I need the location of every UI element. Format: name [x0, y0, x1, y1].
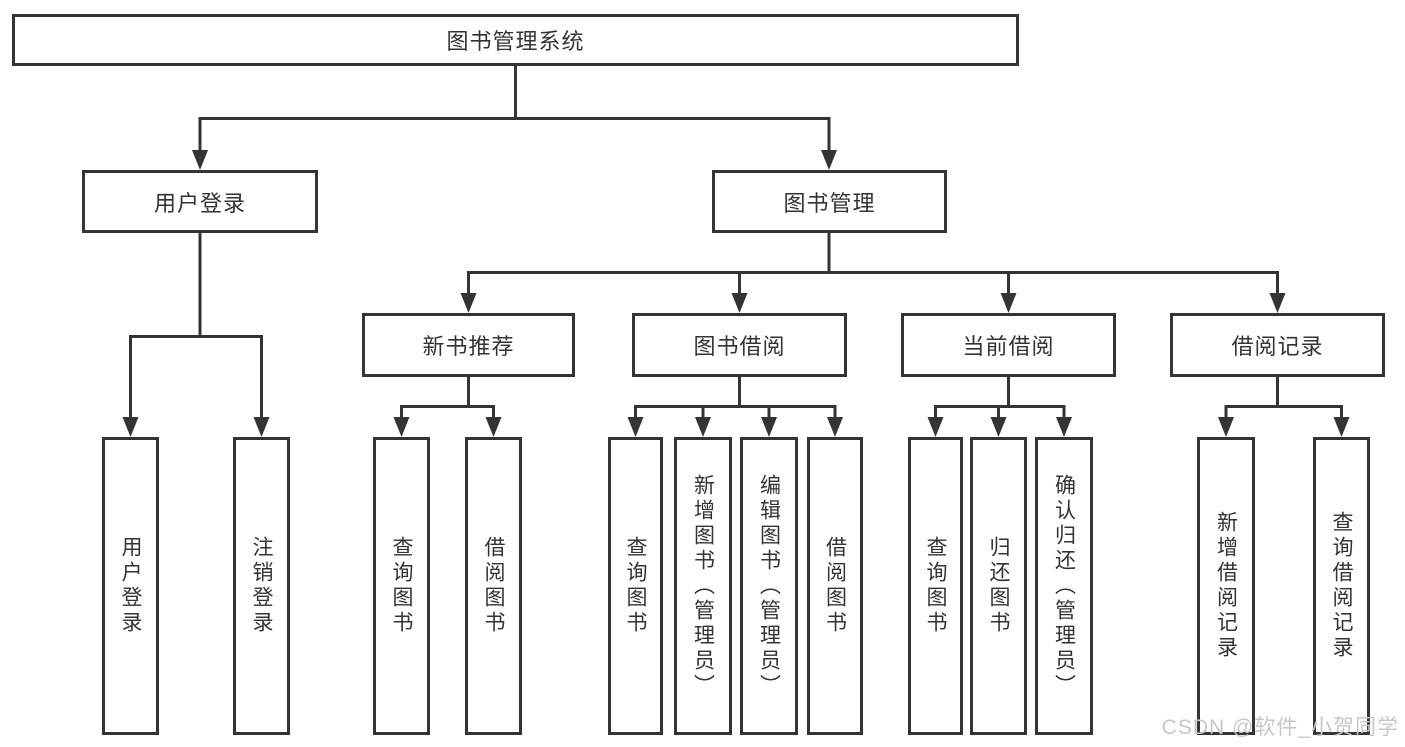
node-book-management: 图书管理 — [712, 170, 947, 233]
node-current-borrow: 当前借阅 — [901, 313, 1116, 377]
node-borrow-records: 借阅记录 — [1170, 313, 1385, 377]
leaf-add-book-admin: 新增图书（管理员） — [674, 437, 732, 735]
leaf-confirm-return-admin: 确认归还（管理员） — [1035, 437, 1093, 735]
node-user-login: 用户登录 — [82, 170, 318, 233]
leaf-query-books-current-label: 查询图书 — [924, 536, 947, 636]
leaf-user-login: 用户登录 — [102, 437, 159, 735]
leaf-logout: 注销登录 — [233, 437, 290, 735]
leaf-query-books-borrow-label: 查询图书 — [624, 536, 647, 636]
node-user-login-label: 用户登录 — [153, 190, 246, 216]
leaf-return-book: 归还图书 — [970, 437, 1027, 735]
leaf-edit-book-admin: 编辑图书（管理员） — [740, 437, 798, 735]
leaf-add-book-admin-label: 新增图书（管理员） — [691, 473, 715, 699]
leaf-logout-label: 注销登录 — [250, 536, 273, 636]
leaf-edit-book-admin-label: 编辑图书（管理员） — [757, 473, 781, 699]
node-book-borrow: 图书借阅 — [632, 313, 847, 377]
node-book-management-label: 图书管理 — [783, 190, 876, 216]
node-new-book-recommend-label: 新书推荐 — [422, 334, 515, 359]
leaf-borrow-books-recommend-label: 借阅图书 — [482, 536, 505, 636]
node-new-book-recommend: 新书推荐 — [362, 313, 575, 377]
node-root-label: 图书管理系统 — [446, 29, 585, 54]
leaf-query-borrow-record: 查询借阅记录 — [1313, 437, 1370, 735]
leaf-query-books-current: 查询图书 — [908, 437, 963, 735]
leaf-borrow-books-label: 借阅图书 — [823, 536, 847, 636]
leaf-borrow-books: 借阅图书 — [807, 437, 863, 735]
leaf-add-borrow-record-label: 新增借阅记录 — [1214, 511, 1238, 661]
csdn-watermark: CSDN @软件_小贺同学 — [1161, 716, 1399, 739]
leaf-query-books-borrow: 查询图书 — [608, 437, 663, 735]
leaf-user-login-label: 用户登录 — [119, 536, 142, 636]
leaf-query-books-recommend: 查询图书 — [373, 437, 430, 735]
leaf-return-book-label: 归还图书 — [987, 536, 1010, 636]
leaf-borrow-books-recommend: 借阅图书 — [465, 437, 522, 735]
leaf-query-books-recommend-label: 查询图书 — [390, 536, 413, 636]
node-root: 图书管理系统 — [12, 14, 1019, 66]
leaf-add-borrow-record: 新增借阅记录 — [1197, 437, 1255, 735]
leaf-query-borrow-record-label: 查询借阅记录 — [1330, 511, 1353, 661]
node-borrow-records-label: 借阅记录 — [1231, 334, 1324, 359]
node-book-borrow-label: 图书借阅 — [693, 334, 786, 359]
node-current-borrow-label: 当前借阅 — [962, 334, 1055, 359]
leaf-confirm-return-admin-label: 确认归还（管理员） — [1052, 473, 1076, 699]
